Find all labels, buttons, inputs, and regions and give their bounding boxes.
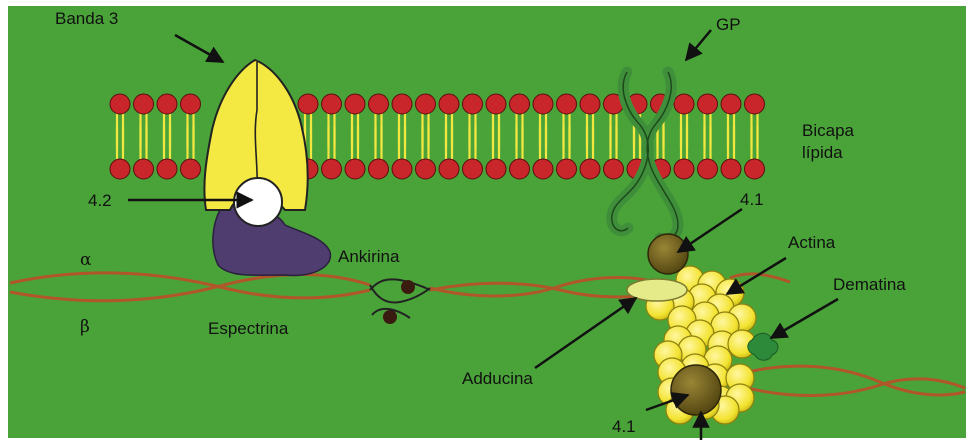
lipid-head bbox=[674, 159, 694, 179]
lipid-head bbox=[369, 94, 389, 114]
lipid-head bbox=[392, 159, 412, 179]
lipid-head bbox=[604, 159, 624, 179]
lipid-head bbox=[557, 159, 577, 179]
label-actina: Actina bbox=[788, 233, 836, 252]
lipid-head bbox=[721, 159, 741, 179]
lipid-head bbox=[463, 94, 483, 114]
lipid-head bbox=[416, 94, 436, 114]
lipid-head bbox=[486, 94, 506, 114]
label-lipida: lípida bbox=[802, 143, 843, 162]
lipid-head bbox=[533, 159, 553, 179]
lipid-head bbox=[721, 94, 741, 114]
lipid-head bbox=[322, 94, 342, 114]
lipid-head bbox=[510, 94, 530, 114]
lipid-head bbox=[439, 159, 459, 179]
protein-4-1-top bbox=[648, 234, 688, 274]
label-adducina: Adducina bbox=[462, 369, 533, 388]
lipid-head bbox=[392, 94, 412, 114]
lipid-head bbox=[322, 159, 342, 179]
lipid-head bbox=[181, 94, 201, 114]
lipid-head bbox=[533, 94, 553, 114]
lipid-head bbox=[510, 159, 530, 179]
label-alpha: α bbox=[80, 250, 92, 270]
label-espectrina: Espectrina bbox=[208, 319, 289, 338]
label-bicapa: Bicapa bbox=[802, 121, 855, 140]
lipid-head bbox=[698, 94, 718, 114]
lipid-head bbox=[110, 94, 130, 114]
lipid-head bbox=[345, 159, 365, 179]
lipid-head bbox=[369, 159, 389, 179]
lipid-head bbox=[345, 94, 365, 114]
junction-node-bottom bbox=[383, 310, 397, 324]
lipid-head bbox=[134, 159, 154, 179]
lipid-head bbox=[698, 159, 718, 179]
lipid-head bbox=[745, 159, 765, 179]
lipid-head bbox=[557, 94, 577, 114]
lipid-head bbox=[416, 159, 436, 179]
lipid-head bbox=[181, 159, 201, 179]
lipid-head bbox=[580, 94, 600, 114]
junction-node-top bbox=[401, 280, 415, 294]
lipid-head bbox=[745, 94, 765, 114]
lipid-head bbox=[674, 94, 694, 114]
label-gp: GP bbox=[716, 15, 741, 34]
lipid-head bbox=[486, 159, 506, 179]
label-beta: β bbox=[80, 317, 90, 337]
lipid-head bbox=[580, 159, 600, 179]
lipid-head bbox=[157, 94, 177, 114]
label-4-1-top: 4.1 bbox=[740, 190, 764, 209]
adducin bbox=[627, 279, 687, 301]
lipid-head bbox=[134, 94, 154, 114]
label-4-2: 4.2 bbox=[88, 191, 112, 210]
label-4-1-bottom: 4.1 bbox=[612, 417, 636, 436]
lipid-head bbox=[110, 159, 130, 179]
label-ankirina: Ankirina bbox=[338, 247, 400, 266]
lipid-head bbox=[157, 159, 177, 179]
label-banda-3: Banda 3 bbox=[55, 9, 118, 28]
label-dematina: Dematina bbox=[833, 275, 906, 294]
lipid-head bbox=[298, 94, 318, 114]
lipid-head bbox=[463, 159, 483, 179]
lipid-head bbox=[439, 94, 459, 114]
protein-4-2 bbox=[234, 178, 282, 226]
protein-4-1-bottom bbox=[671, 365, 721, 415]
